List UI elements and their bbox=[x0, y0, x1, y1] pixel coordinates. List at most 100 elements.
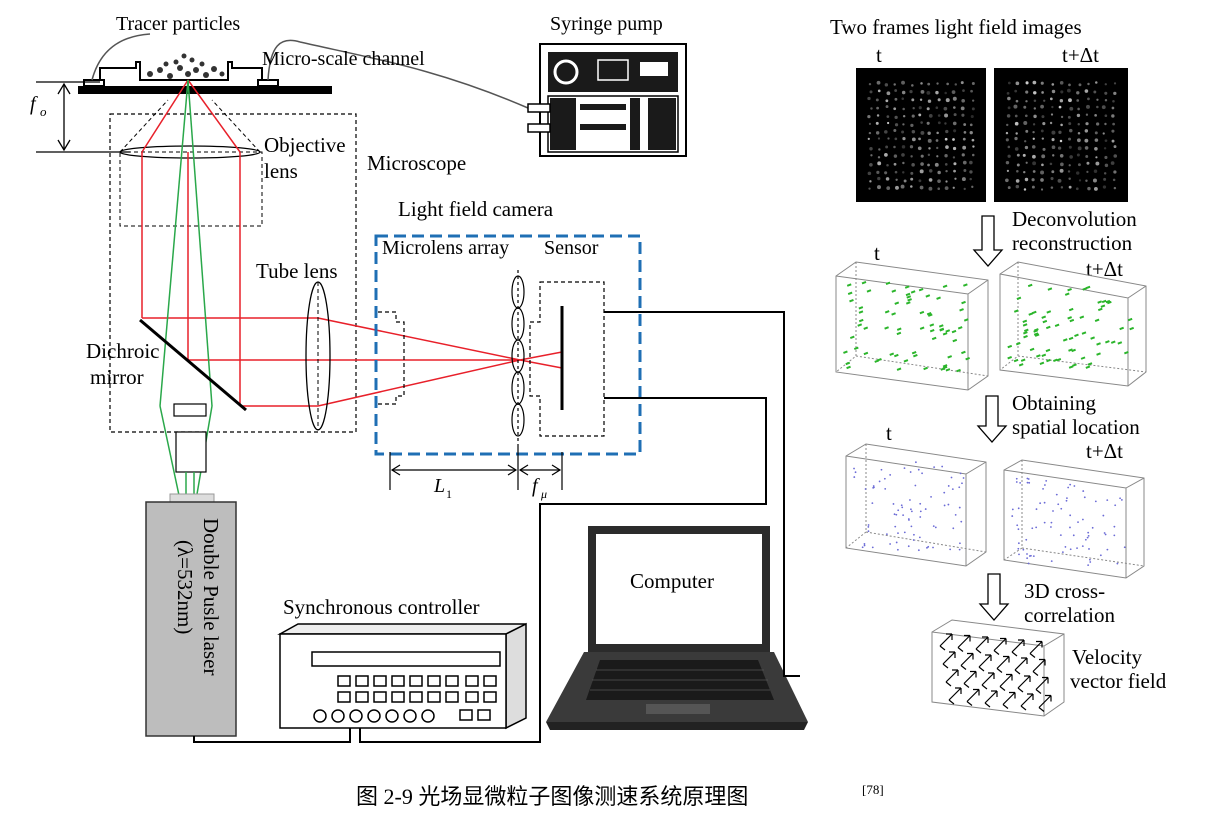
green-particle bbox=[904, 285, 910, 289]
velocity-vector bbox=[945, 669, 959, 687]
lf-dot bbox=[1087, 97, 1090, 101]
lf-dot bbox=[1060, 186, 1064, 189]
lens-mount bbox=[378, 311, 405, 405]
velocity-vector bbox=[1017, 675, 1031, 693]
blue-point bbox=[934, 526, 937, 529]
velocity-vector bbox=[960, 652, 974, 670]
lf-dot bbox=[962, 145, 967, 150]
green-particle bbox=[858, 310, 864, 314]
lf-dot bbox=[1032, 170, 1036, 173]
velocity-vector bbox=[1011, 639, 1025, 657]
bottom-lens-holder bbox=[173, 403, 207, 417]
green-particle bbox=[1039, 361, 1045, 365]
lf-dot bbox=[911, 98, 915, 102]
lf-dot bbox=[1095, 156, 1098, 159]
blue-point bbox=[1015, 481, 1018, 483]
blue-point bbox=[1052, 510, 1054, 512]
blue-point bbox=[1061, 551, 1064, 554]
lf-dot bbox=[1086, 170, 1089, 173]
lf-dot bbox=[937, 98, 941, 102]
lf-dot bbox=[945, 180, 948, 183]
lf-dot bbox=[1075, 171, 1080, 175]
lf-dot bbox=[1033, 107, 1037, 110]
lf-dot bbox=[876, 170, 880, 174]
lf-dot bbox=[1052, 154, 1055, 157]
lf-dot bbox=[1104, 163, 1109, 168]
blue-point bbox=[1084, 538, 1087, 541]
lf-dot bbox=[1077, 132, 1081, 135]
green-particle bbox=[1094, 318, 1100, 323]
lf-dot bbox=[876, 114, 880, 117]
lf-dot bbox=[902, 114, 906, 118]
velocity-vector bbox=[966, 688, 980, 706]
lf-dot bbox=[920, 82, 923, 85]
lf-dot bbox=[969, 170, 973, 174]
lf-dot bbox=[1112, 178, 1116, 182]
blue-point bbox=[941, 465, 944, 468]
lf-dot bbox=[909, 145, 914, 149]
label-light-field-camera: Light field camera bbox=[398, 197, 554, 221]
lf-dot bbox=[1025, 129, 1029, 133]
blue-point bbox=[892, 503, 895, 505]
lf-dot bbox=[1031, 145, 1036, 149]
lf-dot bbox=[963, 187, 966, 191]
label-L1: L bbox=[433, 475, 445, 497]
label-recon-t: t bbox=[874, 241, 880, 265]
velocity-vector bbox=[1029, 640, 1043, 658]
blue-point bbox=[1119, 497, 1121, 500]
lf-dot bbox=[901, 153, 905, 157]
lf-dot bbox=[920, 130, 925, 135]
lf-dot bbox=[1104, 83, 1107, 86]
lf-dot bbox=[869, 147, 873, 151]
velocity-vectors bbox=[939, 633, 1052, 712]
green-particle bbox=[1067, 316, 1073, 320]
blue-point bbox=[949, 548, 952, 551]
green-particle bbox=[1046, 358, 1051, 363]
lf-dot bbox=[961, 113, 965, 117]
lf-dot bbox=[910, 171, 914, 175]
label-tracer-particles: Tracer particles bbox=[116, 13, 240, 35]
lf-dot bbox=[1104, 99, 1108, 102]
green-particle bbox=[1045, 325, 1051, 330]
green-particle bbox=[847, 291, 853, 296]
green-particle bbox=[906, 295, 912, 299]
lf-dot bbox=[870, 154, 873, 157]
lf-dot bbox=[1006, 169, 1010, 172]
lf-dot bbox=[953, 113, 957, 117]
lf-dot bbox=[1051, 89, 1056, 94]
lf-dot bbox=[1023, 120, 1028, 125]
lf-dot bbox=[1101, 105, 1106, 110]
lf-dot bbox=[910, 185, 913, 188]
blue-point bbox=[1039, 502, 1042, 505]
velocity-vector bbox=[981, 672, 995, 690]
lf-dot bbox=[1049, 162, 1053, 166]
blue-point bbox=[1017, 507, 1020, 510]
beam-expander bbox=[175, 431, 207, 473]
lf-dot bbox=[867, 115, 871, 119]
lf-dot bbox=[927, 153, 931, 157]
blue-point bbox=[1120, 499, 1123, 501]
blue-point bbox=[1060, 507, 1063, 510]
blue-point bbox=[1114, 504, 1117, 507]
synchronous-controller: Synchronous controller bbox=[277, 595, 527, 730]
lf-dot bbox=[884, 171, 888, 175]
lf-dot bbox=[884, 130, 888, 134]
lf-dot bbox=[953, 129, 957, 133]
label-fo-sub: o bbox=[40, 104, 47, 119]
lf-dot bbox=[1042, 147, 1046, 151]
microlens-array bbox=[511, 270, 525, 444]
green-particle bbox=[1013, 358, 1019, 363]
lf-dot bbox=[1051, 105, 1054, 109]
blue-point bbox=[1077, 521, 1079, 524]
green-particle bbox=[1090, 336, 1095, 340]
blue-point bbox=[947, 485, 950, 487]
blue-point bbox=[894, 525, 897, 528]
blue-point bbox=[1065, 499, 1068, 502]
lf-dot bbox=[1111, 106, 1115, 110]
velocity-vector bbox=[1035, 676, 1049, 694]
green-particle bbox=[1110, 340, 1116, 344]
blue-point bbox=[909, 499, 911, 501]
green-particle bbox=[925, 294, 931, 298]
cables bbox=[193, 311, 800, 743]
green-particle bbox=[907, 298, 912, 302]
